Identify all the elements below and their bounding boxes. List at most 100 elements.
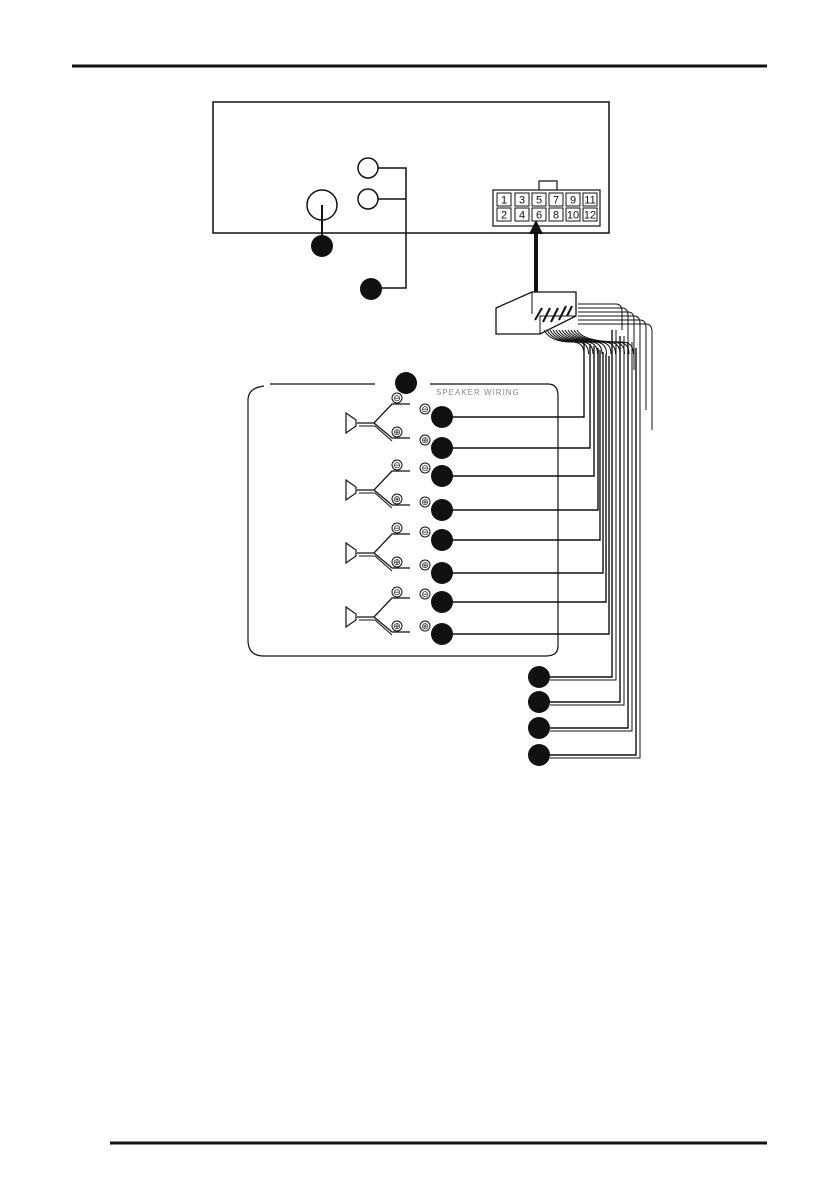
connector-pin-label: 7 <box>553 195 559 207</box>
terminal-sign-positive-label: ⊕ <box>421 498 429 508</box>
harness-wire <box>578 323 653 430</box>
polarity-sign-negative-label: ⊖ <box>393 524 401 534</box>
connector-pin-label: 3 <box>519 195 525 207</box>
connector-pin-label: 2 <box>501 210 507 222</box>
polarity-sign-positive <box>391 493 403 505</box>
speaker-icon <box>345 478 357 502</box>
connector-pin-label: 10 <box>567 210 579 222</box>
connector-pin-label: 5 <box>536 195 542 207</box>
callout-marker-power <box>528 666 550 688</box>
polarity-sign-negative <box>391 522 403 534</box>
connector-pin-cell <box>582 192 598 207</box>
polarity-sign-positive-label: ⊕ <box>393 622 401 632</box>
terminal-sign-positive <box>419 496 431 508</box>
callout-marker-speakers <box>395 372 417 394</box>
harness-wire <box>452 356 610 635</box>
speaker-icon <box>345 411 357 435</box>
plug-body <box>495 291 577 335</box>
connector-pin-label: 11 <box>584 195 595 207</box>
callout-marker-terminal <box>431 465 453 487</box>
connector-pin-cell <box>565 192 581 207</box>
callout-marker-power <box>528 691 550 713</box>
terminal-sign-positive-label: ⊕ <box>421 561 429 571</box>
speaker-icon <box>345 541 357 565</box>
connector-pin-cell <box>496 192 512 207</box>
connector-pin-label: 12 <box>584 210 596 222</box>
speaker-leads <box>359 425 393 442</box>
terminal-sign-positive-label: ⊕ <box>421 436 429 446</box>
terminal-sign-negative <box>419 588 431 600</box>
callout-marker-terminal <box>431 406 453 428</box>
connector-pin-cell <box>582 207 598 222</box>
harness-wire <box>550 348 641 759</box>
speaker-leads <box>359 619 393 636</box>
terminal-sign-negative-label: ⊖ <box>421 528 429 538</box>
polarity-sign-negative-label: ⊖ <box>393 394 401 404</box>
callout-marker-terminal <box>431 562 453 584</box>
speaker-leads <box>357 403 410 439</box>
callout-marker-antenna <box>311 235 333 257</box>
harness-wire <box>550 348 637 756</box>
arrow-head <box>529 220 543 234</box>
polarity-sign-positive <box>391 556 403 568</box>
polarity-sign-negative-label: ⊖ <box>393 461 401 471</box>
polarity-sign-negative-label: ⊖ <box>393 588 401 598</box>
harness-wire <box>550 342 633 732</box>
rca-jack-icon <box>357 157 379 179</box>
harness-wire <box>550 336 621 703</box>
terminal-sign-negative-label: ⊖ <box>421 405 429 415</box>
polarity-sign-positive-label: ⊕ <box>393 428 401 438</box>
polarity-sign-negative <box>391 392 403 404</box>
wire-harness <box>452 303 653 759</box>
callout-marker-terminal <box>431 499 453 521</box>
connector-pin-label: 4 <box>519 210 525 222</box>
terminal-sign-negative <box>419 403 431 415</box>
speaker-panel-frame <box>247 383 559 657</box>
connector-pin-label: 6 <box>536 210 542 222</box>
plug-top <box>531 292 576 334</box>
harness-wire <box>550 330 613 678</box>
connector-key <box>538 180 558 190</box>
rca-jack-icon <box>357 188 379 210</box>
terminal-sign-negative <box>419 526 431 538</box>
connector-pin-cell <box>496 207 512 222</box>
rca-leads <box>378 167 407 289</box>
speaker-leads <box>357 533 410 569</box>
connector-pin-label: 9 <box>570 195 576 207</box>
terminal-sign-positive <box>419 434 431 446</box>
harness-wire <box>452 352 604 574</box>
terminal-sign-negative-label: ⊖ <box>421 590 429 600</box>
harness-wire <box>550 330 617 681</box>
polarity-sign-positive <box>391 426 403 438</box>
terminal-sign-negative <box>419 462 431 474</box>
panel-header-text: SPEAKER WIRING <box>436 388 520 397</box>
callout-marker-power <box>528 717 550 739</box>
connector-pin-cell <box>548 207 564 222</box>
speaker-leads <box>357 597 410 633</box>
harness-wire <box>550 336 625 706</box>
polarity-sign-positive-label: ⊕ <box>393 495 401 505</box>
harness-wire <box>452 346 595 477</box>
connector-pin-cell <box>531 207 547 222</box>
speaker-leads <box>357 470 410 506</box>
harness-wire <box>452 342 585 418</box>
polarity-sign-negative <box>391 459 403 471</box>
polarity-sign-positive-label: ⊕ <box>393 558 401 568</box>
speaker-leads <box>359 555 393 572</box>
callout-marker-rca <box>360 278 382 300</box>
connector-pin-cell <box>531 192 547 207</box>
connector-pin-cell <box>565 207 581 222</box>
callout-marker-terminal <box>431 437 453 459</box>
callout-marker-terminal <box>431 623 453 645</box>
plug-slots <box>534 305 573 323</box>
connector-pin-label: 1 <box>501 195 507 207</box>
harness-wire <box>578 319 647 410</box>
terminal-sign-positive <box>419 559 431 571</box>
connector-pin-cell <box>514 192 530 207</box>
harness-wire <box>452 354 607 603</box>
terminal-sign-negative-label: ⊖ <box>421 464 429 474</box>
terminal-sign-positive <box>419 620 431 632</box>
harness-wire <box>452 348 599 511</box>
